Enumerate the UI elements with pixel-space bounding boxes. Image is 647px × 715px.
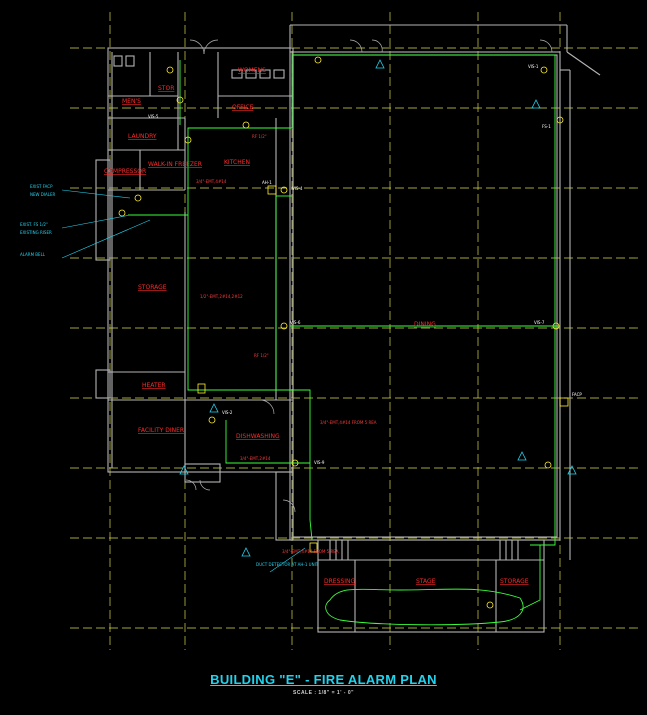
- room-label-storage-stage: STORAGE: [500, 578, 529, 585]
- strobe-icon: [280, 322, 288, 330]
- device-tags: VIS-5 AH-1 VIS-4 VIS-6 VIS-7 VIS-2 VIS-9…: [148, 64, 582, 465]
- alarm-devices: [118, 56, 577, 609]
- room-label-dining: DINING: [414, 321, 436, 328]
- device-tag: AH-1: [262, 180, 272, 185]
- room-label-dishwashing: DISHWASHING: [236, 433, 280, 440]
- callouts: EXIST FACP NEW DIALER EXIST. FS 1/2" EXI…: [20, 184, 319, 573]
- device-tag: VIS-1: [528, 64, 539, 69]
- circuit-notes: 3/4"-EMT,4#14 1/2"-EMT,2#14,2#12 3/4"-EM…: [196, 134, 377, 554]
- circuit-note: 3/4"-EMT,4#14 FROM 5 REA: [320, 420, 377, 425]
- strobe-icon: [184, 136, 192, 144]
- panel-icon: [197, 383, 206, 394]
- door-swings: [185, 39, 553, 513]
- room-label-walkin: WALK-IN FREEZER: [148, 161, 202, 168]
- room-label-storage: STORAGE: [138, 284, 167, 291]
- room-label-facility: FACILITY DINER: [138, 427, 184, 434]
- callout-text: EXIST FACP: [30, 184, 53, 189]
- device-tag: VIS-9: [314, 460, 325, 465]
- strobe-icon: [118, 209, 126, 217]
- strobe-icon: [314, 56, 322, 64]
- strobe-icon: [208, 416, 216, 424]
- callout-text: EXISTING RISER: [20, 230, 52, 235]
- strobe-icon: [552, 322, 560, 330]
- column-grid: [70, 12, 640, 650]
- device-tag: FS-1: [542, 124, 551, 129]
- warning-icon: [567, 465, 577, 475]
- warning-icon: [241, 547, 251, 557]
- warning-icon: [517, 451, 527, 461]
- plan-title: BUILDING "E" - FIRE ALARM PLAN: [210, 672, 437, 687]
- strobe-icon: [166, 66, 174, 74]
- callout-text: NEW DIALER: [30, 192, 55, 197]
- circuit-note: 3/4"-EMT,4#14: [196, 179, 227, 184]
- room-label-womens: WOMENS: [238, 67, 266, 74]
- strobe-icon: [556, 116, 564, 124]
- strobe-icon: [280, 186, 288, 194]
- device-tag: FACP: [572, 392, 582, 397]
- room-label-laundry: LAUNDRY: [128, 133, 157, 140]
- callout-text: EXIST. FS 1/2": [20, 222, 48, 227]
- panel-icon: [309, 542, 318, 553]
- room-label-office: OFFICE: [232, 104, 254, 111]
- strobe-icon: [486, 601, 494, 609]
- circuit-note: 3/4"-EMT,2#14: [240, 456, 271, 461]
- circuit-note: RF 1/2": [252, 134, 267, 139]
- room-label-mens: MEN'S: [122, 98, 141, 105]
- strobe-icon: [242, 121, 250, 129]
- room-label-heater: HEATER: [142, 382, 166, 389]
- room-label-dressing: DRESSING: [324, 578, 355, 585]
- plan-scale: SCALE : 1/8" = 1' - 0": [293, 690, 354, 696]
- room-label-stage: STAGE: [416, 578, 436, 585]
- circuit-note: 3/4"-EMT,4#14 FROM 5 REA: [282, 549, 339, 554]
- warning-icon: [375, 59, 385, 69]
- device-tag: VIS-4: [292, 186, 303, 191]
- callout-text: DUCT DETECTOR AT AH-1 UNIT: [256, 562, 319, 567]
- room-label-kitchen: KITCHEN: [224, 159, 250, 166]
- device-tag: VIS-5: [148, 114, 159, 119]
- strobe-icon: [540, 66, 548, 74]
- callout-text: ALARM BELL: [20, 252, 46, 257]
- alarm-circuit: [128, 54, 560, 626]
- warning-icon: [179, 465, 189, 475]
- strobe-icon: [134, 194, 142, 202]
- device-tag: VIS-6: [290, 320, 301, 325]
- room-label-stor: STOR: [158, 85, 174, 92]
- circuit-note: RF 1/2": [254, 353, 269, 358]
- room-label-compressor: COMPRESSOR: [104, 168, 146, 175]
- circuit-note: 1/2"-EMT,2#14,2#12: [200, 294, 243, 299]
- building-walls: [95, 24, 601, 633]
- room-labels: STOR WOMENS MEN'S OFFICE LAUNDRY WALK-IN…: [104, 67, 529, 585]
- strobe-icon: [544, 461, 552, 469]
- device-tag: VIS-2: [222, 410, 233, 415]
- warning-icon: [531, 99, 541, 109]
- strobe-icon: [176, 96, 184, 104]
- detector-icon: [267, 185, 277, 195]
- detector-icon: [559, 397, 569, 407]
- strobe-icon: [291, 459, 299, 467]
- warning-icon: [209, 403, 219, 413]
- device-tag: VIS-7: [534, 320, 545, 325]
